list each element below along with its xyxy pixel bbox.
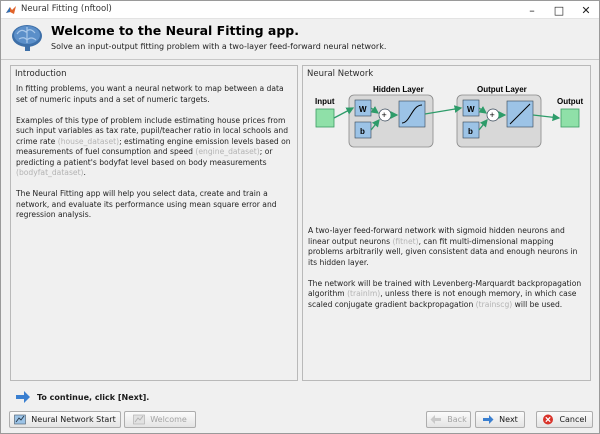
output-bias-label: b — [468, 127, 473, 136]
introduction-text: In fitting problems, you want a neural n… — [16, 84, 292, 231]
output-layer-label: Output Layer — [477, 85, 527, 94]
cancel-label: Cancel — [559, 415, 587, 424]
page-title: Welcome to the Neural Fitting app. — [51, 23, 299, 38]
neural-network-start-button[interactable]: Neural Network Start — [9, 411, 121, 428]
continue-hint: To continue, click [Next]. — [15, 390, 149, 404]
back-arrow-icon — [430, 415, 442, 424]
network-text: A two-layer feed-forward network with si… — [308, 226, 586, 321]
introduction-title: Introduction — [15, 69, 67, 79]
next-label: Next — [499, 415, 518, 424]
network-text-segment: will be used. — [512, 299, 563, 309]
engine-dataset-link: (engine_dataset) — [195, 147, 260, 156]
network-text-segment: , unless there is not enough memory, in … — [308, 289, 577, 309]
arrow-right-icon — [16, 391, 30, 403]
maximize-icon[interactable]: □ — [553, 3, 565, 17]
input-node — [315, 108, 335, 128]
network-paragraph-2: The network will be trained with Levenbe… — [308, 279, 586, 311]
title-bar: Neural Fitting (nftool) – □ ✕ — [1, 1, 599, 19]
hidden-layer-label: Hidden Layer — [373, 85, 424, 94]
minimize-icon[interactable]: – — [529, 3, 535, 17]
intro-paragraph-2: Examples of this type of problem include… — [16, 116, 292, 179]
network-text-segment: , can fit multi-dimensional mapping prob… — [308, 236, 578, 267]
introduction-panel: Introduction In fitting problems, you wa… — [10, 65, 298, 381]
input-label: Input — [315, 97, 335, 106]
back-label: Back — [447, 415, 467, 424]
neural-network-title: Neural Network — [307, 69, 374, 79]
network-paragraph-1: A two-layer feed-forward network with si… — [308, 226, 586, 268]
output-weight-label: W — [467, 105, 475, 114]
hidden-weight-label: W — [359, 105, 367, 114]
intro-paragraph-3: The Neural Fitting app will help you sel… — [16, 189, 277, 219]
cancel-icon — [543, 414, 554, 425]
cancel-button[interactable]: Cancel — [536, 411, 593, 428]
house-dataset-link: (house_dataset) — [57, 136, 120, 146]
network-text-segment: The network will be trained with Levenbe… — [308, 278, 582, 299]
brain-icon — [12, 25, 42, 51]
intro-paragraph-1: In fitting problems, you want a neural n… — [16, 84, 284, 104]
trainscg-link: (trainscg) — [475, 299, 513, 309]
matlab-app-icon — [6, 6, 16, 14]
linear-line-icon — [509, 103, 531, 125]
bodyfat-dataset-link: (bodyfat_dataset) — [16, 168, 84, 177]
network-diagram: Input Hidden Layer W b + Output Layer W … — [315, 85, 584, 148]
welcome-button[interactable]: Welcome — [124, 411, 196, 428]
output-label: Output — [557, 97, 584, 106]
next-arrow-icon — [483, 415, 494, 424]
sigmoid-curve-icon — [401, 104, 423, 124]
output-node — [560, 108, 580, 128]
neural-network-panel: Neural Network Input Hidden Layer W b + … — [302, 65, 591, 381]
welcome-header: Welcome to the Neural Fitting app. Solve… — [1, 19, 599, 60]
next-button[interactable]: Next — [475, 411, 525, 428]
neural-network-start-label: Neural Network Start — [31, 415, 116, 424]
close-icon[interactable]: ✕ — [581, 3, 591, 17]
fitnet-link: (fitnet) — [392, 236, 419, 246]
welcome-label: Welcome — [150, 415, 187, 424]
diagram-connectors — [333, 105, 561, 131]
page-subtitle: Solve an input-output fitting problem wi… — [51, 42, 387, 51]
intro-text-segment: . — [83, 168, 86, 177]
intro-text-segment: ; estimating engine emission levels base… — [16, 136, 291, 157]
network-text-segment: A two-layer feed-forward network with si… — [308, 226, 565, 246]
intro-text-segment: ; or predicting a patient's bodyfat leve… — [16, 147, 273, 167]
hidden-bias-label: b — [360, 127, 365, 136]
continue-text: To continue, click [Next]. — [37, 392, 150, 402]
trainlm-link: (trainlm) — [347, 289, 381, 298]
back-button[interactable]: Back — [426, 411, 471, 428]
intro-text-segment: Examples of this type of problem include… — [16, 115, 289, 146]
network-start-icon — [14, 414, 27, 425]
output-sum-label: + — [490, 110, 495, 120]
window-title: Neural Fitting (nftool) — [21, 4, 112, 14]
hidden-sum-label: + — [382, 110, 387, 120]
welcome-icon — [133, 414, 146, 425]
